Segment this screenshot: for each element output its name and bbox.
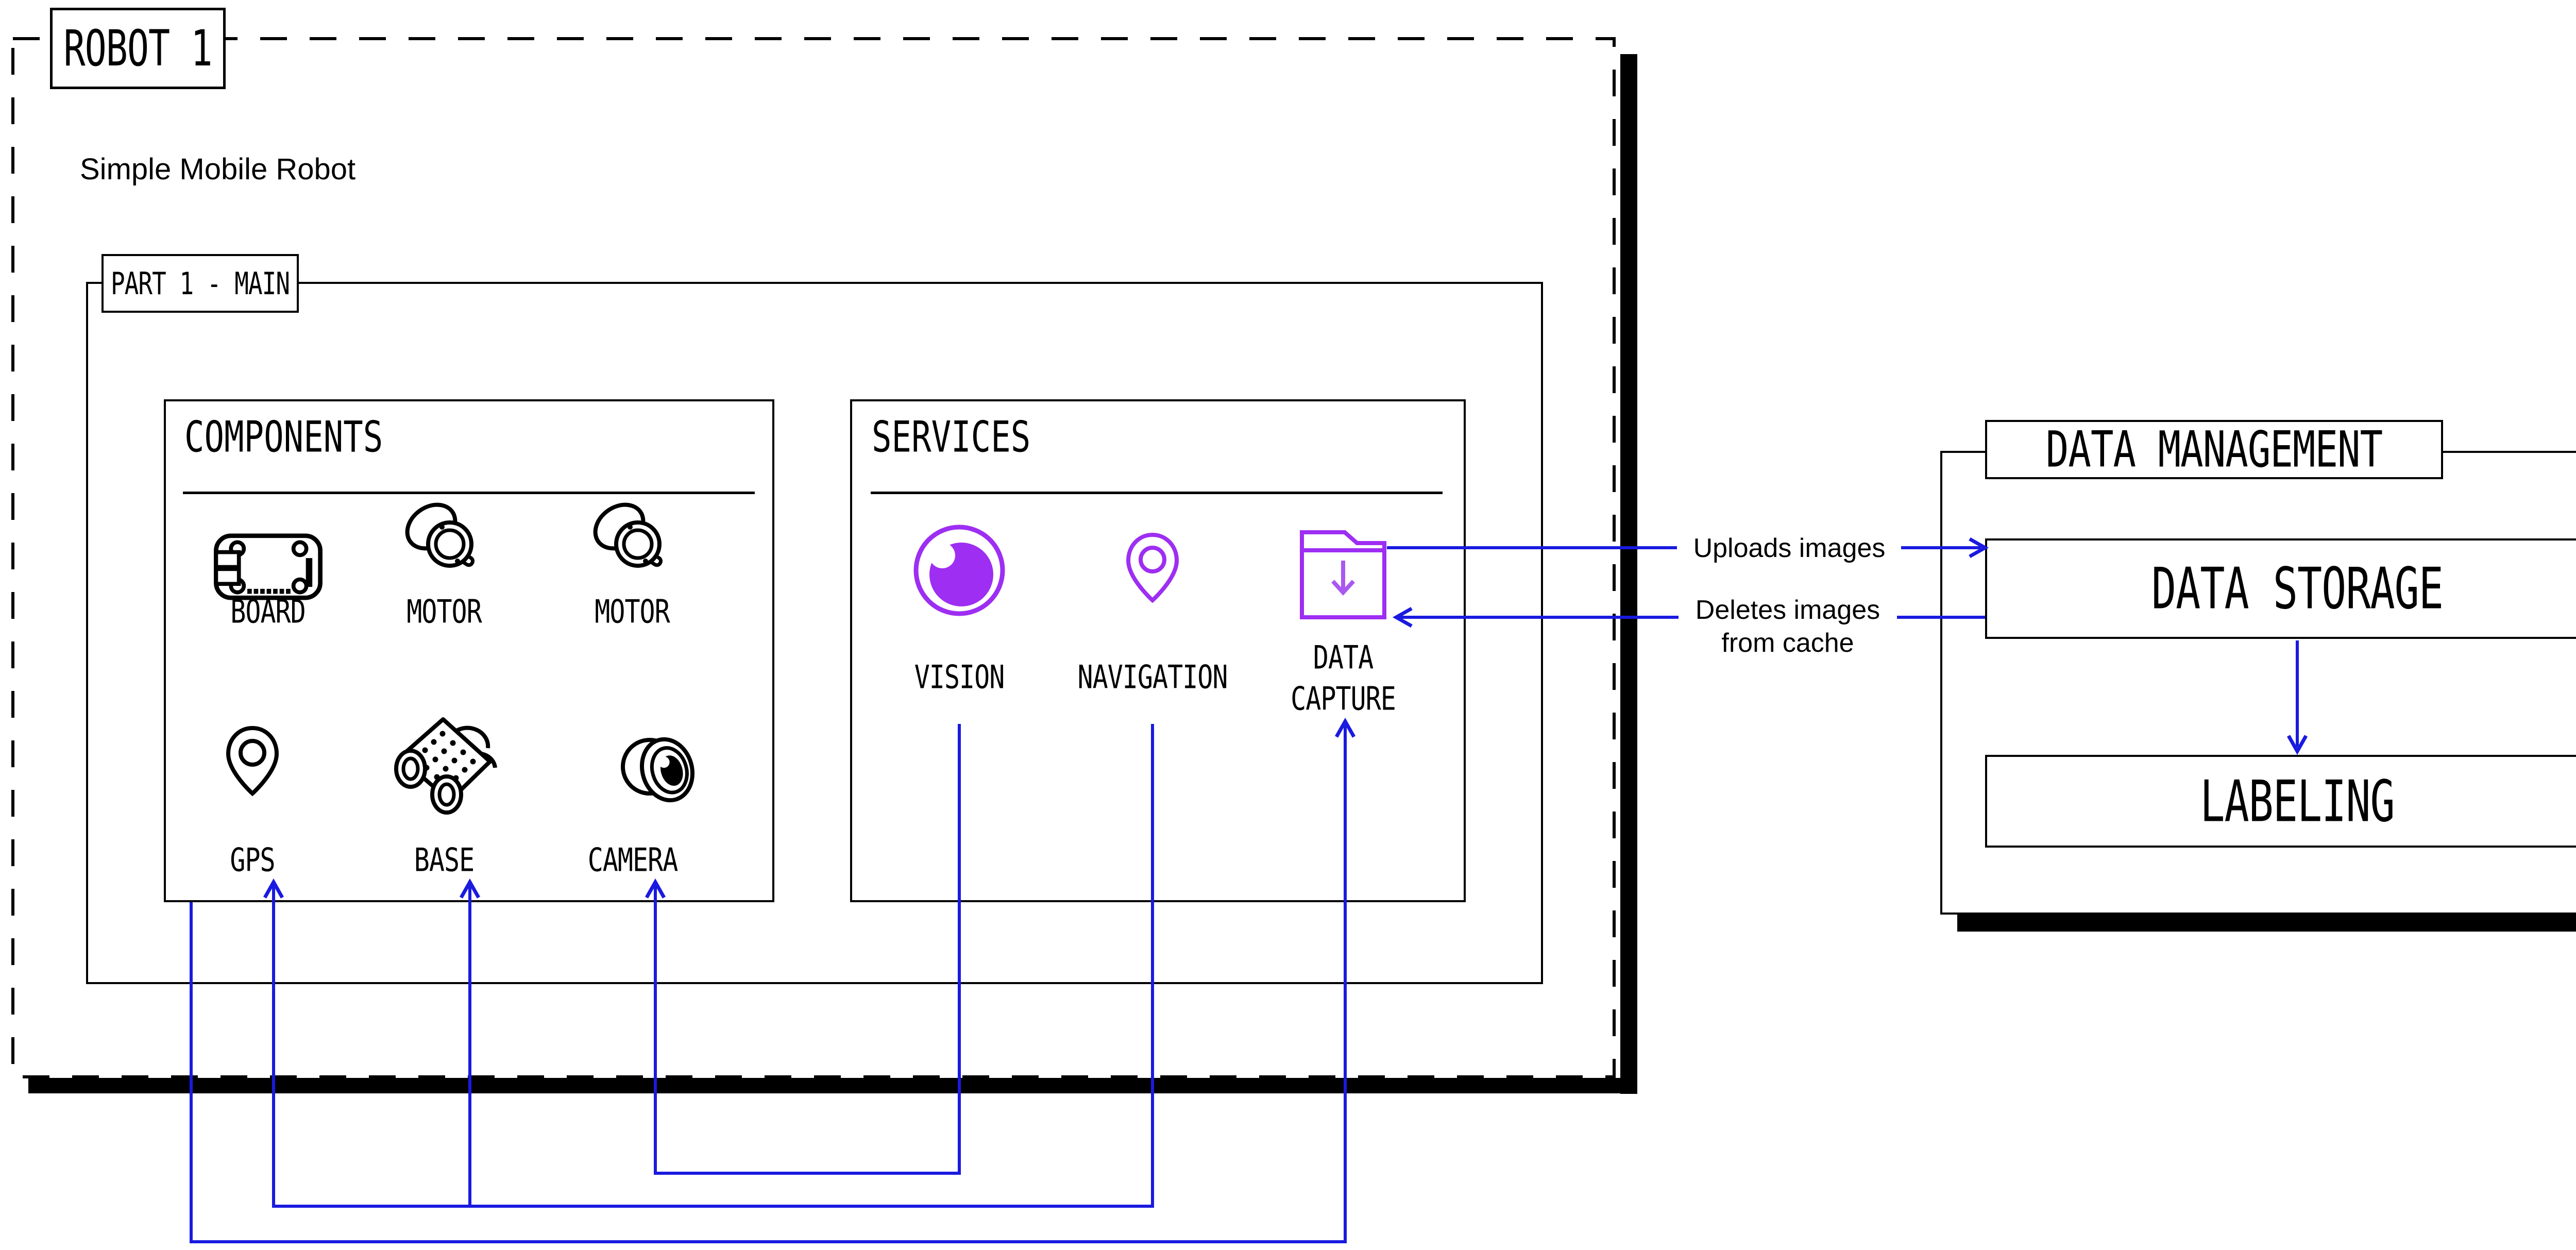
folder-download-icon (1299, 530, 1387, 620)
component-label-gps: GPS (230, 841, 275, 879)
robot1-dashed-border (11, 37, 1616, 1078)
map-pin-icon (1125, 532, 1180, 603)
robot1-shadow-bottom (28, 1078, 1637, 1093)
data-storage-label: DATA STORAGE (2151, 555, 2444, 622)
dm-shadow-bottom (1957, 915, 2576, 932)
component-label-base: BASE (414, 841, 474, 879)
circuit-board-icon (213, 533, 324, 600)
robot1-title-box: ROBOT 1 (50, 8, 226, 89)
motor-icon (404, 501, 482, 578)
data-management-title: DATA MANAGEMENT (2045, 420, 2383, 479)
data-storage-box: DATA STORAGE (1985, 538, 2576, 639)
part1-title: PART 1 - MAIN (110, 265, 290, 302)
rover-base-icon (389, 707, 497, 815)
components-box (164, 399, 774, 902)
uploads-images-label: Uploads images (1693, 533, 1886, 563)
part1-label-box: PART 1 - MAIN (101, 254, 299, 313)
deletes-images-label: Deletes images from cache (1695, 595, 1880, 658)
robot1-title: ROBOT 1 (63, 19, 212, 78)
camera-lens-icon (621, 725, 698, 808)
map-pin-icon (225, 725, 280, 797)
services-title: SERVICES (872, 412, 1031, 463)
service-label-data-capture: DATA CAPTURE (1291, 638, 1396, 718)
components-title-rule (183, 492, 755, 494)
data-management-label-box: DATA MANAGEMENT (1985, 420, 2443, 479)
component-label-motor-2: MOTOR (595, 593, 670, 631)
motor-icon (592, 501, 670, 578)
services-title-rule (871, 492, 1443, 494)
labeling-label: LABELING (2200, 768, 2395, 835)
eye-icon (910, 523, 1008, 621)
robot1-shadow-right (1620, 54, 1637, 1094)
component-label-motor-1: MOTOR (406, 593, 482, 631)
component-label-board: BOARD (230, 593, 306, 631)
service-label-navigation: NAVIGATION (1077, 658, 1228, 696)
labeling-box: LABELING (1985, 755, 2576, 848)
robot1-subtitle: Simple Mobile Robot (80, 153, 356, 186)
service-label-vision: VISION (914, 658, 1005, 696)
component-label-camera: CAMERA (587, 841, 679, 879)
components-title: COMPONENTS (184, 412, 383, 463)
